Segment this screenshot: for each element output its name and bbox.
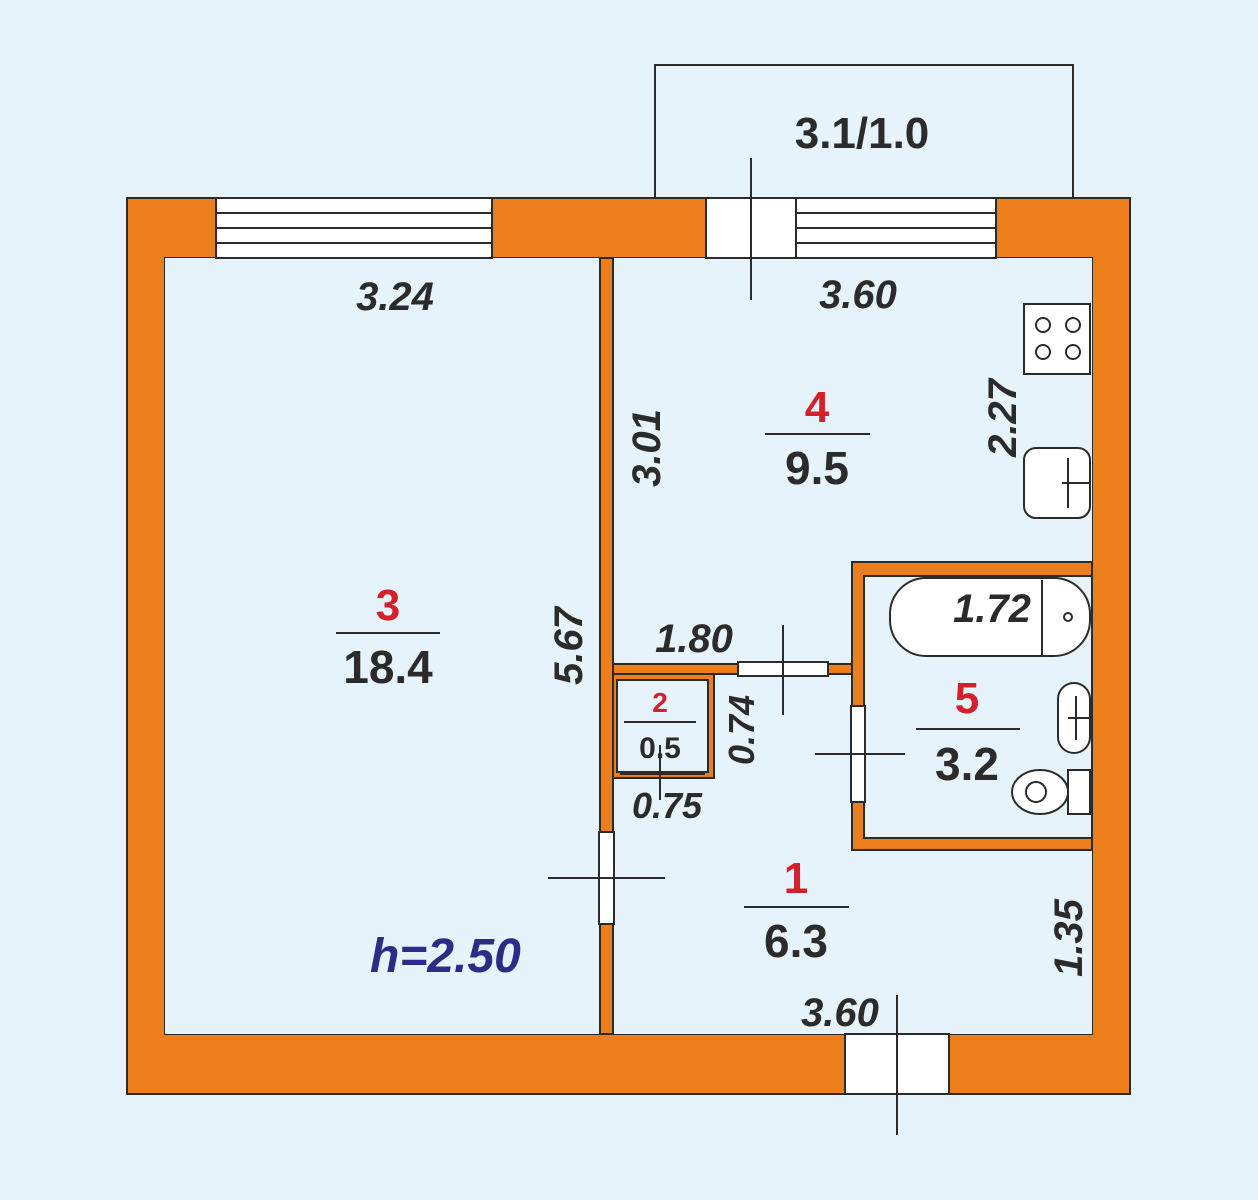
sink-icon xyxy=(1023,447,1091,519)
entrance-door xyxy=(844,995,950,1135)
dim-room1-right: 1.35 xyxy=(1047,898,1091,977)
door-bathroom xyxy=(815,705,905,803)
ceiling-height-value: =2.50 xyxy=(399,930,521,983)
dim-room2-width: 0.75 xyxy=(632,785,703,826)
toilet-icon xyxy=(1011,769,1091,815)
door-kitchen xyxy=(737,625,829,715)
ceiling-height-prefix: h xyxy=(370,930,399,983)
room1-area: 6.3 xyxy=(764,915,828,967)
room3-number: 3 xyxy=(376,581,400,630)
dim-hall-left: 0.74 xyxy=(721,695,762,765)
door-storage xyxy=(620,745,705,800)
dim-room4-width: 3.60 xyxy=(819,273,897,317)
dim-room1-width: 3.60 xyxy=(801,991,879,1035)
room2-area: 0.5 xyxy=(639,732,681,765)
room5-area: 3.2 xyxy=(935,738,999,790)
balcony-door xyxy=(705,158,797,300)
dim-bathtub: 1.72 xyxy=(953,587,1031,631)
room5-number: 5 xyxy=(955,674,979,723)
room1-number: 1 xyxy=(784,854,808,903)
balcony-label: 3.1/1.0 xyxy=(795,109,930,158)
door-room3 xyxy=(548,831,665,925)
window-kitchen xyxy=(795,197,997,259)
stove-icon xyxy=(1023,303,1091,375)
dim-room3-length: 5.67 xyxy=(547,605,591,685)
dim-room4-bottom: 1.80 xyxy=(655,617,733,661)
room4-area: 9.5 xyxy=(785,442,849,494)
window-room3 xyxy=(215,197,493,259)
dim-room4-right: 2.27 xyxy=(981,377,1025,458)
dim-room4-left: 3.01 xyxy=(625,409,669,487)
bathtub-icon xyxy=(889,577,1091,657)
room2-number: 2 xyxy=(652,687,668,718)
dim-room3-width: 3.24 xyxy=(356,275,434,319)
room4-number: 4 xyxy=(805,383,830,432)
storage-walls xyxy=(612,673,715,779)
ceiling-height: h=2.50 xyxy=(370,930,521,983)
room3-area: 18.4 xyxy=(343,641,433,693)
washbasin-icon xyxy=(1057,682,1091,754)
